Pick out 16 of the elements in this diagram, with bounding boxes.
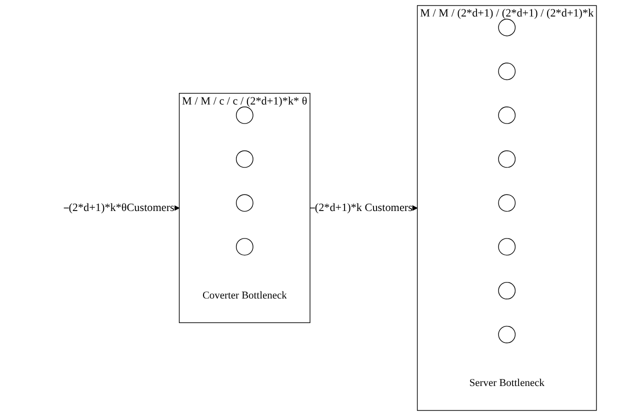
node-circle bbox=[236, 194, 254, 212]
node-circle bbox=[236, 106, 254, 124]
node-circle bbox=[498, 18, 516, 36]
node-label: Server Bottleneck bbox=[469, 378, 544, 389]
node-circle bbox=[498, 150, 516, 168]
node-circle bbox=[236, 150, 254, 168]
node-circle bbox=[236, 238, 254, 256]
node-circle bbox=[498, 238, 516, 256]
node-circle bbox=[498, 106, 516, 124]
edge-label: (2*d+1)*k Customers bbox=[314, 202, 412, 214]
edge-label: (2*d+1)*k*θCustomers bbox=[68, 202, 174, 214]
node-circle bbox=[498, 282, 516, 300]
node-circle bbox=[498, 326, 516, 344]
node-circle bbox=[498, 62, 516, 80]
node-label: Coverter Bottleneck bbox=[202, 290, 287, 302]
node-circle bbox=[498, 194, 516, 212]
